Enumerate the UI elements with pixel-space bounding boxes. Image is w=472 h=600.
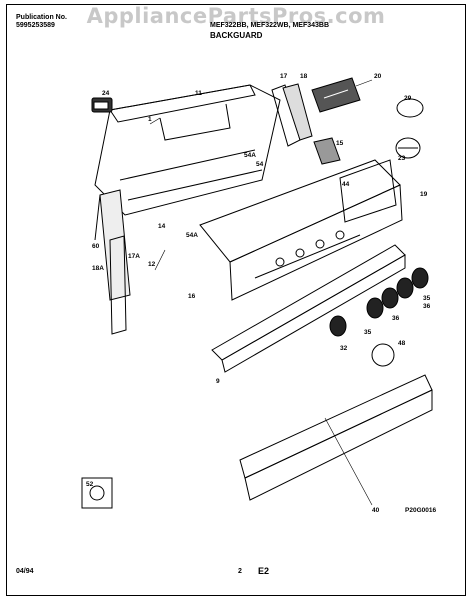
side-bracket-right xyxy=(271,83,313,147)
label-20: 20 xyxy=(374,73,382,80)
label-17: 17 xyxy=(280,73,288,80)
publication-label: Publication No. xyxy=(16,14,67,21)
end-cap-left xyxy=(94,189,131,335)
label-17A: 17A xyxy=(128,253,140,260)
label-54: 54 xyxy=(256,161,264,168)
section-title: BACKGUARD xyxy=(210,31,263,40)
leader-lines xyxy=(149,79,373,506)
label-16: 16 xyxy=(188,293,196,300)
label-24: 24 xyxy=(102,90,110,97)
footer-page: 2 xyxy=(238,568,242,575)
knob-part xyxy=(395,98,424,159)
label-54A-2: 54A xyxy=(186,232,198,239)
label-32: 32 xyxy=(340,345,348,352)
switch-part xyxy=(91,97,113,113)
lower-rail xyxy=(239,374,433,501)
publication-number: 5995253589 xyxy=(16,22,55,29)
control-panel xyxy=(199,159,403,301)
footer-sheet: E2 xyxy=(258,566,270,576)
label-44: 44 xyxy=(342,181,350,188)
label-29: 29 xyxy=(404,95,412,102)
label-11: 11 xyxy=(195,90,202,97)
clock-module xyxy=(311,77,361,113)
label-9: 9 xyxy=(216,378,220,385)
label-35: 35 xyxy=(423,295,431,302)
label-18: 18 xyxy=(300,73,308,80)
label-40: 40 xyxy=(372,507,380,514)
footer-date: 04/94 xyxy=(16,568,34,575)
label-36: 36 xyxy=(423,303,431,310)
label-48: 48 xyxy=(398,340,406,347)
label-36-2: 36 xyxy=(392,315,400,322)
model-list: MEF322BB, MEF322WB, MEF343BB xyxy=(210,22,330,29)
label-1: 1 xyxy=(148,116,152,123)
part-labels: 24 1 11 17 18 20 29 15 23 54A 54 44 19 1… xyxy=(86,73,436,514)
label-60: 60 xyxy=(92,243,100,250)
label-12: 12 xyxy=(148,261,156,268)
label-18A: 18A xyxy=(92,265,104,272)
label-35-2: 35 xyxy=(364,329,372,336)
inset-box xyxy=(81,477,113,509)
label-54A: 54A xyxy=(244,152,256,159)
lower-trim xyxy=(211,244,406,373)
label-15: 15 xyxy=(336,140,344,147)
bracket-part xyxy=(313,137,341,165)
watermark: AppliancePartsPros.com xyxy=(86,4,386,28)
label-23: 23 xyxy=(398,155,406,162)
backguard-frame xyxy=(94,84,281,216)
label-19: 19 xyxy=(420,191,428,198)
figure-code: P20G0016 xyxy=(405,507,436,514)
label-52: 52 xyxy=(86,481,94,488)
control-knobs xyxy=(329,267,429,367)
label-14: 14 xyxy=(158,223,166,230)
